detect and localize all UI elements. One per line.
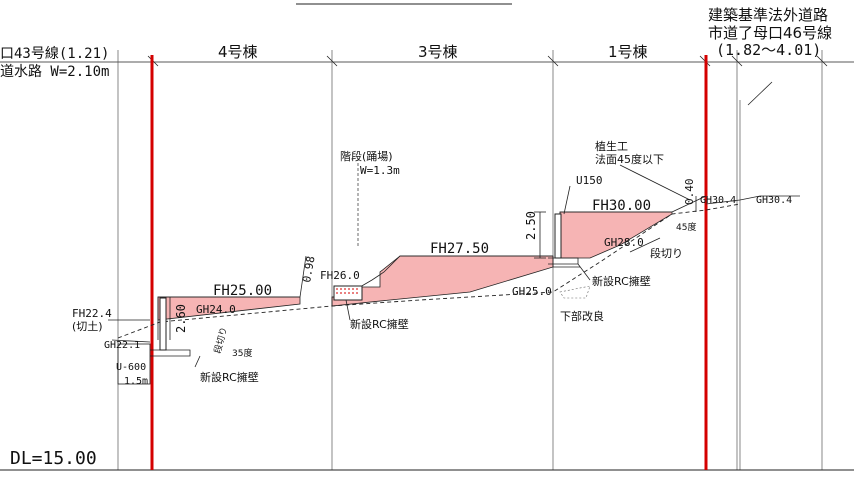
fh26-label: FH26.0 (320, 269, 360, 282)
fill-area-3 (331, 255, 554, 307)
stairs-title-label: 階段(踊場) (340, 149, 393, 163)
existing-ground-line (117, 203, 741, 339)
planting-label: 植生工 (595, 139, 628, 153)
wall-a-label: 新設RC擁壁 (200, 370, 259, 384)
cut-note-label: (切土) (72, 320, 103, 333)
fh27-label: FH27.50 (430, 241, 489, 257)
rc-wall-right (548, 213, 579, 265)
u600-box (117, 343, 151, 385)
right-title-label: 建築基準法外道路 (708, 6, 828, 24)
wall-c-label: 新設RC擁壁 (592, 274, 651, 288)
building-1-label: 1号棟 (608, 43, 648, 61)
w15-label: 1.5m (124, 376, 148, 387)
dim-250-label: 2.50 (524, 211, 538, 240)
gh24-label: GH24.0 (196, 303, 236, 316)
datum-label: DL=15.00 (10, 448, 97, 469)
slope-note-label: 法面45度以下 (595, 152, 664, 166)
stairs-width-label: W=1.3m (360, 164, 400, 177)
right-route-label: 市道了母口46号線 (708, 24, 832, 42)
slope-top (671, 195, 707, 213)
gh25-label: GH25.0 (512, 285, 552, 298)
wall-b-label: 新設RC擁壁 (350, 317, 409, 331)
gh22-label: GH22.1 (104, 340, 140, 351)
building-3-label: 3号棟 (418, 43, 458, 61)
u150-label: U150 (576, 174, 603, 187)
ground-4 (157, 296, 300, 340)
dim-260-label: 2.60 (174, 304, 188, 333)
angle35-label: 35度 (232, 347, 252, 359)
rc-wall-center (333, 285, 363, 301)
gh30b-label: GH30.4 (756, 195, 792, 206)
dim-040-label: 0.40 (683, 179, 696, 206)
right-slope-line (747, 81, 773, 106)
ground-1-low (552, 256, 580, 268)
dim-098-label: 0.98 (300, 255, 317, 283)
leader-lines (108, 164, 691, 368)
u600-label: U-600 (116, 362, 146, 373)
fh30-label: FH30.00 (592, 198, 651, 214)
lower-improve-label: 下部改良 (560, 309, 604, 323)
gh28-label: GH28.0 (604, 236, 644, 249)
dim-250 (534, 211, 546, 259)
fh22-label: FH22.4 (72, 307, 112, 320)
steps-cut-label: 段切り (650, 246, 683, 260)
lower-improvement (559, 285, 591, 299)
right-range-label: (1.82～4.01) (716, 41, 821, 59)
right-road (705, 195, 800, 205)
gh30a-label: GH30.4 (700, 195, 736, 206)
building-4-label: 4号棟 (218, 43, 258, 61)
fh25-label: FH25.00 (213, 283, 272, 299)
dim-098 (299, 255, 307, 298)
slope-cut-label: 段切り (211, 326, 230, 355)
left-waterway-label: 道水路 W=2.10m (0, 64, 109, 80)
angle45-label: 45度 (676, 221, 696, 233)
rc-wall-left (150, 297, 191, 357)
left-route-label: 口43号線(1.21) (0, 46, 109, 62)
